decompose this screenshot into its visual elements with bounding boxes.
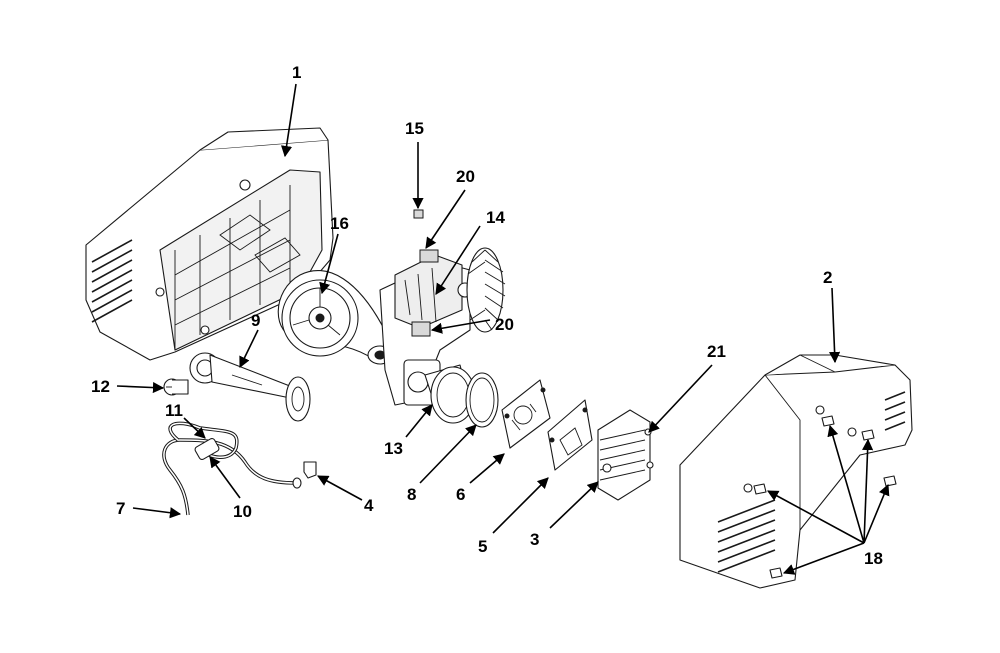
shroud-screws [753, 415, 897, 579]
callout-16: 16 [330, 214, 349, 233]
leader-18b [862, 438, 874, 544]
leader-14 [435, 225, 481, 295]
cylinder-seal-ring [465, 372, 499, 428]
cylinder-sleeve [424, 364, 476, 424]
leader-13 [405, 404, 433, 438]
callout-18: 18 [864, 549, 883, 568]
leader-2 [828, 287, 841, 364]
leader-3 [549, 481, 599, 529]
callout-15: 15 [405, 119, 424, 138]
head-gasket [547, 399, 593, 471]
leader-8 [419, 424, 477, 484]
callout-7: 7 [116, 499, 125, 518]
leader-20a [425, 189, 466, 249]
pump-crankcase [379, 249, 473, 406]
front-shroud-vents-right [884, 391, 906, 431]
connecting-rod [189, 352, 311, 422]
rear-shroud-vents [91, 239, 133, 323]
callout-10: 10 [233, 502, 252, 521]
leader-7 [132, 507, 182, 519]
leader-9 [239, 329, 259, 369]
callout-labels: 1 2 3 4 5 6 7 8 9 10 11 12 13 14 15 16 1… [91, 63, 883, 568]
rod-bolt [163, 378, 189, 396]
callout-8: 8 [407, 485, 416, 504]
callout-5: 5 [478, 537, 487, 556]
leader-4 [317, 475, 363, 501]
valve-plate [501, 379, 551, 449]
leader-18e [782, 542, 865, 575]
leader-16 [319, 233, 339, 295]
clip [303, 461, 317, 479]
leader-11 [183, 417, 206, 439]
rear-shroud [85, 127, 334, 361]
pulley-belt [277, 270, 395, 365]
leader-lines [116, 83, 890, 575]
callout-14: 14 [486, 208, 505, 227]
callout-13: 13 [384, 439, 403, 458]
leader-18a [827, 424, 865, 544]
callout-11: 11 [165, 401, 183, 420]
tube-assembly [162, 421, 302, 516]
front-shroud-vents-left [717, 499, 776, 573]
leader-20b [430, 319, 491, 334]
callout-9: 9 [251, 311, 260, 330]
callout-20-top: 20 [456, 167, 475, 186]
callout-2: 2 [823, 268, 832, 287]
leader-18c [863, 483, 890, 544]
callout-1: 1 [292, 63, 301, 82]
leader-5 [492, 477, 549, 534]
callout-21: 21 [707, 342, 726, 361]
leader-10 [209, 456, 241, 499]
cylinder-head [597, 409, 654, 501]
leader-6 [469, 453, 505, 484]
leader-1 [280, 83, 297, 158]
callout-6: 6 [456, 485, 465, 504]
cooling-fan [466, 247, 506, 333]
callout-20-bottom: 20 [495, 315, 514, 334]
leader-12 [116, 381, 165, 394]
callout-4: 4 [364, 496, 374, 515]
callout-3: 3 [530, 530, 539, 549]
leader-18d [767, 490, 865, 544]
leader-21 [648, 364, 713, 433]
front-shroud [679, 354, 913, 589]
callout-12: 12 [91, 377, 110, 396]
check-valve-block [413, 209, 424, 219]
